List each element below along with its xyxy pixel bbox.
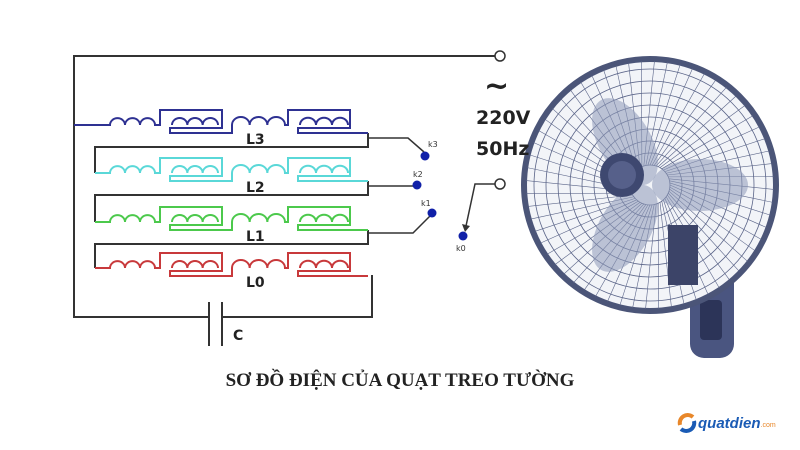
fan-guard-ring — [521, 56, 779, 314]
fan-blade — [652, 159, 748, 211]
fan-guard-wire — [659, 202, 672, 308]
winding-coil-inner — [171, 260, 219, 269]
wall-fan-image — [521, 56, 779, 358]
fan-guard-wire — [659, 105, 746, 168]
contact-k2 — [412, 180, 422, 190]
winding-l0: L0 — [95, 252, 368, 291]
logo-icon — [677, 413, 697, 433]
fan-guard-wire — [651, 73, 705, 166]
contact-label: k0 — [456, 244, 466, 253]
winding-coil-inner — [299, 116, 349, 126]
contact-k1 — [427, 208, 437, 218]
fan-guard-circle — [533, 68, 767, 302]
wiring — [73, 50, 506, 346]
switch-arm — [465, 183, 497, 227]
winding-coil-inner — [171, 117, 219, 126]
winding-link — [94, 181, 369, 222]
speed-switch: k3 k2 k1 k0 — [368, 137, 506, 253]
winding-coil — [95, 252, 368, 277]
contact-label: k3 — [428, 140, 438, 149]
fan-hub-cap — [608, 161, 636, 189]
frequency-label: 50Hz — [476, 138, 529, 160]
winding-coil-inner — [171, 165, 219, 174]
contact-label: k1 — [421, 199, 431, 208]
fan-guard-circle — [545, 80, 755, 290]
fan-guard-wire — [653, 79, 717, 166]
logo-text: quatdien — [698, 414, 761, 432]
winding-label: L1 — [246, 229, 265, 245]
logo-domain: .com — [760, 422, 776, 429]
supply-terminal-top — [494, 50, 506, 62]
fan-guard-wire — [657, 95, 737, 167]
winding-coil-inner — [299, 259, 349, 269]
winding-coil-inner — [171, 214, 219, 223]
diagram-title: SƠ ĐỒ ĐIỆN CỦA QUẠT TREO TƯỜNG — [225, 370, 575, 391]
quatdien-logo: quatdien .com — [676, 412, 776, 434]
winding-coil-inner — [299, 213, 349, 223]
winding-l2: L2 — [95, 157, 368, 196]
ac-symbol: ~ — [484, 69, 509, 104]
capacitor-wire — [222, 275, 373, 318]
fan-motor-arm — [668, 225, 698, 285]
contact-k0 — [458, 231, 468, 241]
fan-control-panel — [700, 300, 722, 340]
winding-l1: L1 — [95, 206, 368, 245]
winding-coil — [95, 206, 368, 231]
switch-tap-wire — [368, 137, 425, 153]
fan-guard-wire — [527, 194, 633, 207]
fan-guard-wire — [661, 115, 754, 170]
arrow-icon — [462, 224, 470, 232]
fan-guard-wire — [649, 68, 693, 166]
winding-link — [94, 133, 369, 173]
winding-label: L2 — [246, 180, 265, 196]
voltage-label: 220V — [476, 107, 531, 129]
fan-blade — [592, 184, 658, 272]
winding-link — [94, 230, 369, 268]
winding-coil — [95, 157, 368, 182]
winding-label: L0 — [246, 275, 265, 291]
winding-l3: L3 — [74, 109, 368, 148]
fan-guard-wire — [667, 194, 730, 281]
contact-label: k2 — [413, 170, 423, 179]
capacitor-label: C — [233, 328, 243, 344]
supply-terminal-bottom — [494, 178, 506, 190]
supply-wire — [73, 55, 497, 318]
contact-k3 — [420, 151, 430, 161]
winding-coil — [74, 109, 368, 134]
fan-guard-wire — [655, 87, 727, 167]
winding-label: L3 — [246, 132, 265, 148]
switch-tap-wire — [368, 215, 431, 234]
winding-coil-inner — [299, 164, 349, 174]
